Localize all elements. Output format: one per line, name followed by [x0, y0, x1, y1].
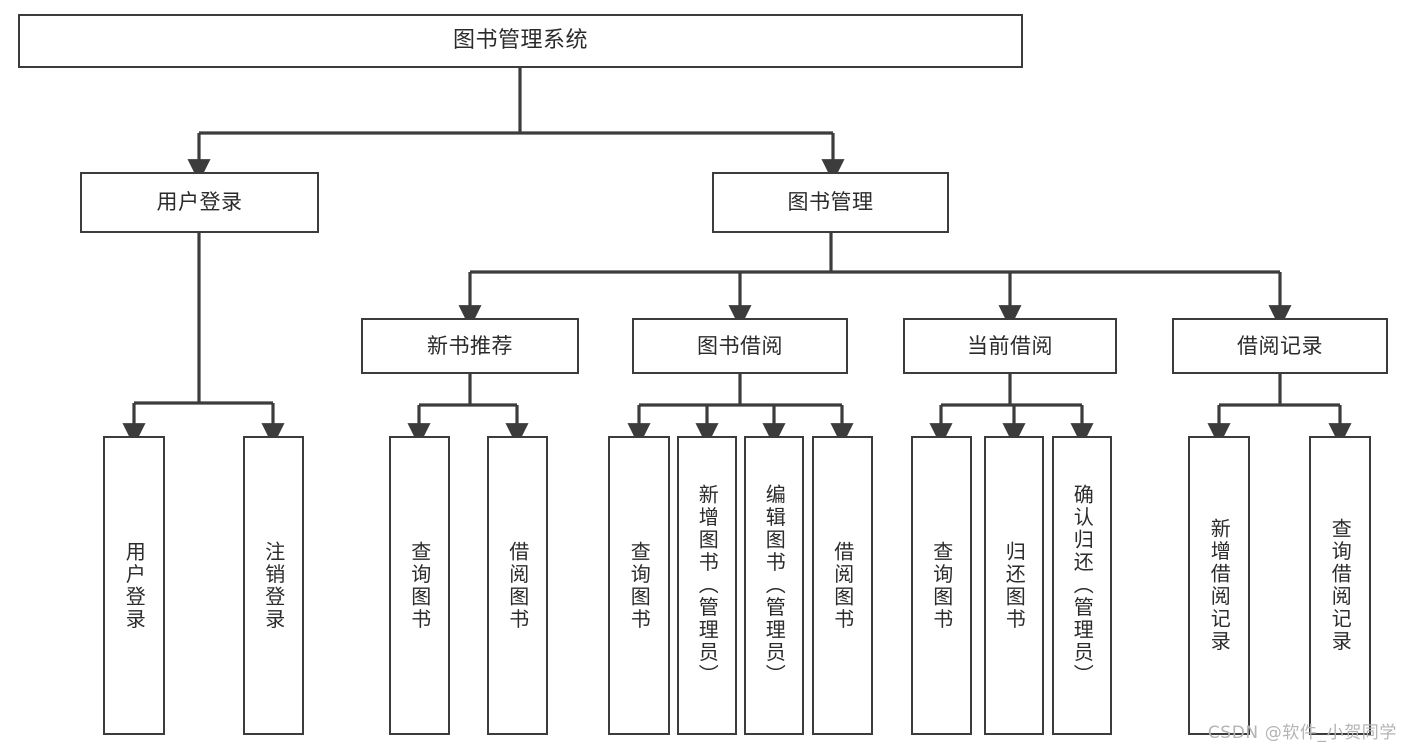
- node-borrow-records[interactable]: 借阅记录: [1172, 318, 1388, 374]
- node-root-system-label: 图书管理系统: [452, 28, 588, 54]
- node-current-borrowing[interactable]: 当前借阅: [903, 318, 1117, 374]
- leaf-node[interactable]: 查询图书: [608, 436, 670, 735]
- leaf-node[interactable]: 借阅图书: [487, 436, 548, 735]
- leaf-node[interactable]: 归还图书: [984, 436, 1044, 735]
- leaf-node[interactable]: 注销登录: [243, 436, 304, 735]
- leaf-node-label: 查询图书: [407, 540, 432, 631]
- leaf-node[interactable]: 用户登录: [103, 436, 165, 735]
- leaf-node-label: 查询图书: [627, 540, 652, 631]
- leaf-node-label: 新增借阅记录: [1207, 518, 1232, 653]
- leaf-node[interactable]: 确认归还（管理员）: [1052, 436, 1112, 735]
- node-book-borrowing[interactable]: 图书借阅: [632, 318, 848, 374]
- node-borrow-records-label: 借阅记录: [1237, 333, 1323, 358]
- leaf-node-label: 新增图书（管理员）: [695, 484, 720, 687]
- leaf-node[interactable]: 新增图书（管理员）: [677, 436, 737, 735]
- leaf-node-label: 确认归还（管理员）: [1070, 484, 1095, 687]
- leaf-node[interactable]: 查询借阅记录: [1309, 436, 1371, 735]
- leaf-node[interactable]: 借阅图书: [812, 436, 873, 735]
- leaf-node-label: 查询借阅记录: [1328, 518, 1353, 653]
- leaf-node-label: 用户登录: [122, 540, 147, 631]
- leaf-node-label: 编辑图书（管理员）: [762, 484, 787, 687]
- node-new-book-recommendation-label: 新书推荐: [427, 333, 513, 358]
- csdn-watermark: CSDN @软件_小贺同学: [1207, 723, 1397, 743]
- leaf-node-label: 借阅图书: [505, 540, 530, 631]
- leaf-node[interactable]: 编辑图书（管理员）: [744, 436, 804, 735]
- leaf-node[interactable]: 查询图书: [911, 436, 972, 735]
- leaf-node[interactable]: 新增借阅记录: [1188, 436, 1250, 735]
- node-user-login[interactable]: 用户登录: [80, 172, 319, 233]
- node-book-borrowing-label: 图书借阅: [697, 333, 783, 358]
- leaf-node-label: 注销登录: [261, 540, 286, 631]
- node-current-borrowing-label: 当前借阅: [967, 333, 1053, 358]
- leaf-node-label: 归还图书: [1002, 540, 1027, 631]
- leaf-node-label: 借阅图书: [830, 540, 855, 631]
- leaf-node-label: 查询图书: [929, 540, 954, 631]
- node-root-system[interactable]: 图书管理系统: [18, 14, 1023, 68]
- node-user-login-label: 用户登录: [156, 190, 243, 215]
- node-new-book-recommendation[interactable]: 新书推荐: [361, 318, 579, 374]
- node-book-management[interactable]: 图书管理: [712, 172, 949, 233]
- node-book-management-label: 图书管理: [787, 190, 874, 215]
- leaf-node[interactable]: 查询图书: [389, 436, 450, 735]
